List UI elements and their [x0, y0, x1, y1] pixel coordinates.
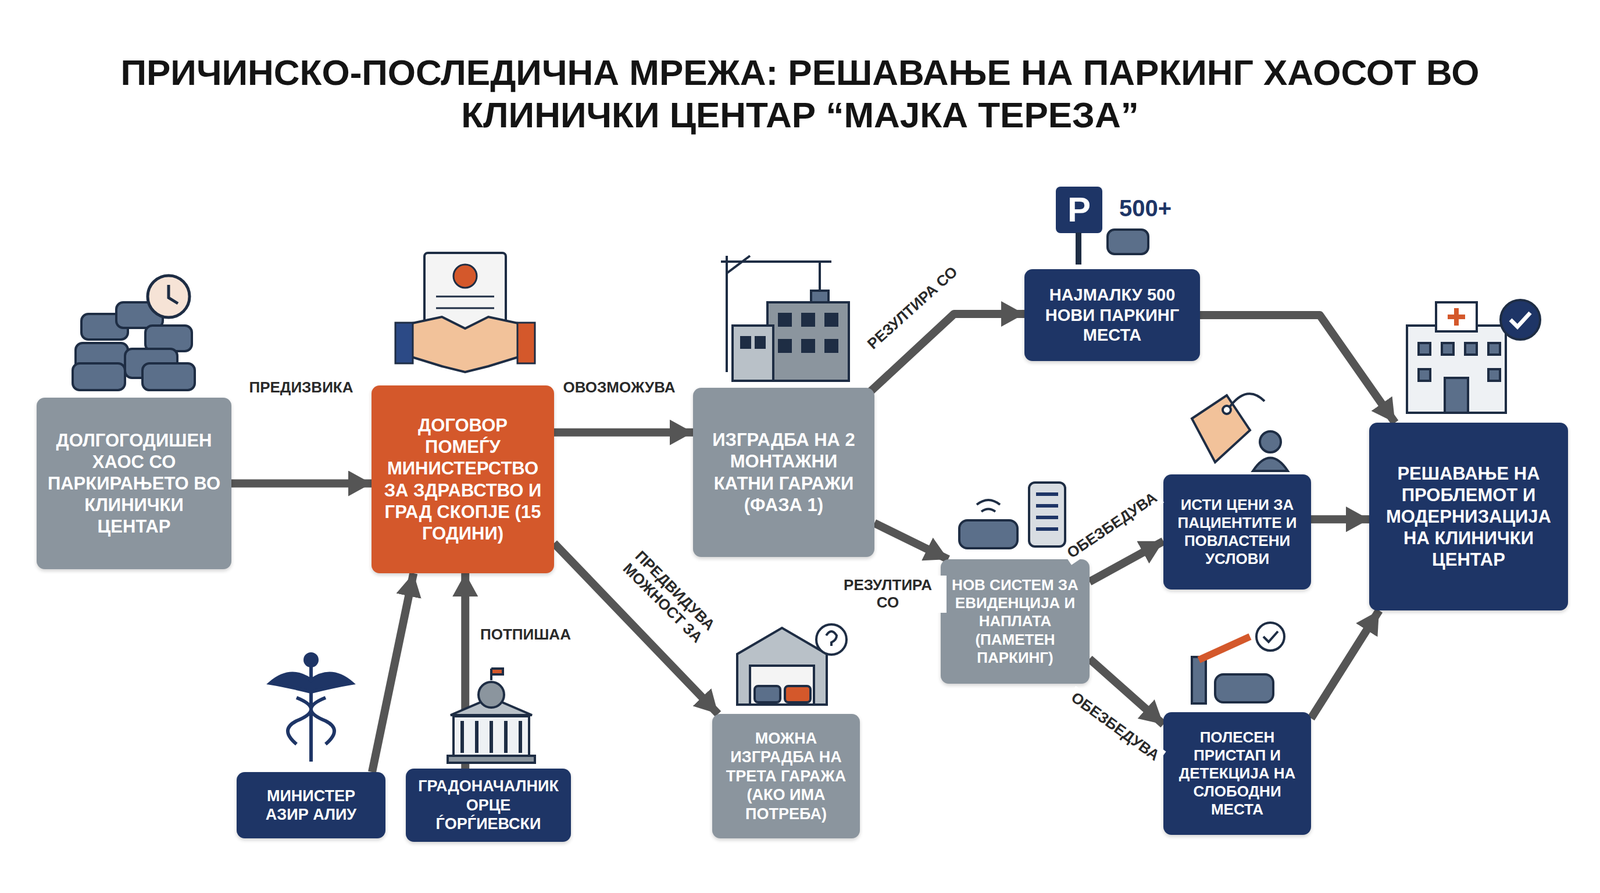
price-tag-person-icon — [1191, 393, 1288, 471]
garage-question-icon — [737, 624, 847, 705]
edge-label: ПРЕДИЗВИКА — [245, 377, 357, 398]
process-box: ДОГОВОР ПОМЕЃУ МИНИСТЕРСТВО ЗА ЗДРАВСТВО… — [371, 385, 555, 574]
process-box: МОЖНА ИЗГРАДБА НА ТРЕТА ГАРАЖА (АКО ИМА … — [712, 713, 860, 839]
edge-label: ПРЕДВИДУВА МОЖНОСТ ЗА — [613, 542, 724, 652]
process-box: ГРАДОНАЧАЛНИК ОРЦЕ ЃОРЃИЕВСКИ — [405, 768, 571, 842]
hospital-icon — [1406, 300, 1541, 413]
flow-arrow — [1311, 610, 1380, 719]
caduceus-icon — [270, 654, 352, 762]
edge-label: ПОТПИШАА — [476, 625, 575, 645]
process-box: МИНИСТЕР АЗИР АЛИУ — [236, 772, 386, 839]
flow-arrow — [1200, 315, 1395, 423]
parking-sign-letter: P — [1055, 186, 1103, 234]
process-box: ДОЛГОГОДИШЕН ХАОС СО ПАРКИРАЊЕТО ВО КЛИН… — [36, 397, 232, 570]
flow-arrow — [231, 479, 372, 488]
box-text: РЕШАВАЊЕ НА ПРОБЛЕМОТ И МОДЕРНИЗАЦИЈА НА… — [1379, 462, 1558, 571]
clock-icon — [147, 275, 190, 318]
crane-building-icon — [720, 255, 849, 381]
box-text: ДОГОВОР ПОМЕЃУ МИНИСТЕРСТВО ЗА ЗДРАВСТВО… — [381, 414, 544, 545]
box-text: ДОЛГОГОДИШЕН ХАОС СО ПАРКИРАЊЕТО ВО КЛИН… — [47, 429, 221, 538]
flow-arrow — [372, 573, 414, 773]
flow-arrow — [554, 428, 694, 437]
box-text: ИЗГРАДБА НА 2 МОНТАЖНИ КАТНИ ГАРАЖИ (ФАЗ… — [703, 429, 864, 516]
box-text: МИНИСТЕР АЗИР АЛИУ — [247, 786, 375, 825]
flow-arrow — [1089, 541, 1164, 582]
flow-arrow — [874, 523, 949, 560]
box-text: НОВ СИСТЕМ ЗА ЕВИДЕНЦИЈА И НАПЛАТА (ПАМЕ… — [951, 576, 1080, 667]
box-text: ГРАДОНАЧАЛНИК ОРЦЕ ЃОРЃИЕВСКИ — [416, 776, 561, 834]
flow-arrow — [1311, 515, 1370, 524]
box-text: НАЈМАЛКУ 500 НОВИ ПАРКИНГ МЕСТА — [1034, 284, 1190, 346]
capacity-label: 500+ — [1110, 190, 1181, 226]
city-hall-icon — [447, 668, 535, 763]
box-text: ИСТИ ЦЕНИ ЗА ПАЦИЕНТИТЕ И ПОВЛАСТЕНИ УСЛ… — [1173, 495, 1301, 569]
box-text: МОЖНА ИЗГРАДБА НА ТРЕТА ГАРАЖА (АКО ИМА … — [722, 729, 850, 824]
process-box: НОВ СИСТЕМ ЗА ЕВИДЕНЦИЈА И НАПЛАТА (ПАМЕ… — [940, 559, 1090, 684]
smart-car-phone-icon — [959, 482, 1066, 549]
process-box: РЕШАВАЊЕ НА ПРОБЛЕМОТ И МОДЕРНИЗАЦИЈА НА… — [1369, 422, 1569, 611]
edge-label: РЕЗУЛТИРА СО — [861, 259, 965, 356]
process-box: ПОЛЕСЕН ПРИСТАП И ДЕТЕКЦИЈА НА СЛОБОДНИ … — [1163, 712, 1312, 835]
process-box: ИЗГРАДБА НА 2 МОНТАЖНИ КАТНИ ГАРАЖИ (ФАЗ… — [693, 387, 875, 557]
edge-label: ОВОЗМОЖУВА — [559, 377, 680, 398]
barrier-car-icon — [1191, 622, 1285, 704]
contract-handshake-icon — [395, 252, 535, 373]
box-text: ПОЛЕСЕН ПРИСТАП И ДЕТЕКЦИЈА НА СЛОБОДНИ … — [1173, 728, 1301, 820]
diagram-title: ПРИЧИНСКО-ПОСЛЕДИЧНА МРЕЖА: РЕШАВАЊЕ НА … — [73, 51, 1527, 137]
edge-label: РЕЗУЛТИРА СО — [829, 575, 947, 613]
edge-label: ОБЕЗБЕДУВА — [1063, 686, 1166, 768]
process-box: НАЈМАЛКУ 500 НОВИ ПАРКИНГ МЕСТА — [1024, 269, 1200, 362]
process-box: ИСТИ ЦЕНИ ЗА ПАЦИЕНТИТЕ И ПОВЛАСТЕНИ УСЛ… — [1163, 474, 1312, 590]
